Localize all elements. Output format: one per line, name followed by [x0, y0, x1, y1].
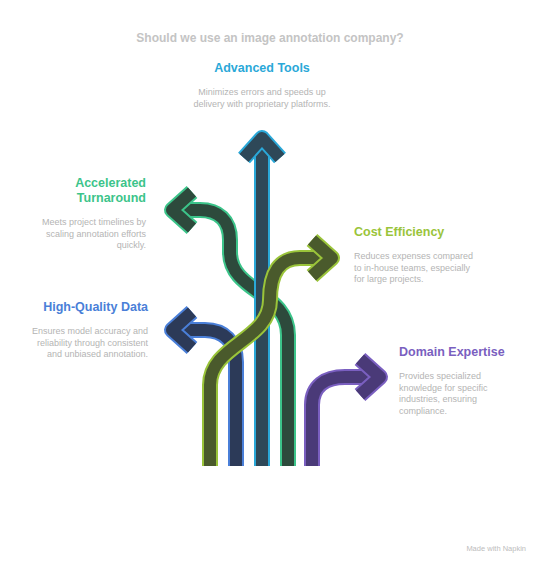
label-description: Minimizes errors and speeds up delivery …: [192, 87, 332, 110]
label-description: Ensures model accuracy and reliability t…: [30, 326, 148, 361]
arrow-head: [360, 359, 380, 395]
arrow-label-group: Accelerated TurnaroundMeets project time…: [28, 176, 146, 252]
turnaround-arrow: [172, 192, 288, 466]
arrow-head: [244, 138, 280, 158]
domain-arrow: [312, 359, 380, 466]
watermark: Made with Napkin: [466, 544, 526, 553]
label-heading: Domain Expertise: [399, 345, 511, 360]
label-description: Provides specialized knowledge for speci…: [399, 371, 511, 417]
arrow-head: [172, 192, 192, 228]
label-description: Reduces expenses compared to in-house te…: [354, 251, 474, 286]
arrow-head-outline: [360, 359, 380, 395]
diagram-title: Should we use an image annotation compan…: [0, 31, 540, 45]
arrow-head: [312, 240, 332, 276]
label-heading: Advanced Tools: [192, 61, 332, 76]
arrow-label-group: Domain ExpertiseProvides specialized kno…: [399, 345, 511, 417]
arrow-head-outline: [172, 192, 192, 228]
arrow-label-group: Cost EfficiencyReduces expenses compared…: [354, 225, 474, 286]
arrow-head-outline: [244, 138, 280, 158]
label-heading: Accelerated Turnaround: [28, 176, 146, 206]
label-description: Meets project timelines by scaling annot…: [28, 217, 146, 252]
arrow-head-outline: [172, 312, 192, 348]
arrow-label-group: Advanced ToolsMinimizes errors and speed…: [192, 61, 332, 110]
label-heading: High-Quality Data: [30, 300, 148, 315]
arrow-head-outline: [312, 240, 332, 276]
arrow-label-group: High-Quality DataEnsures model accuracy …: [30, 300, 148, 361]
label-heading: Cost Efficiency: [354, 225, 474, 240]
arrow-head: [172, 312, 192, 348]
